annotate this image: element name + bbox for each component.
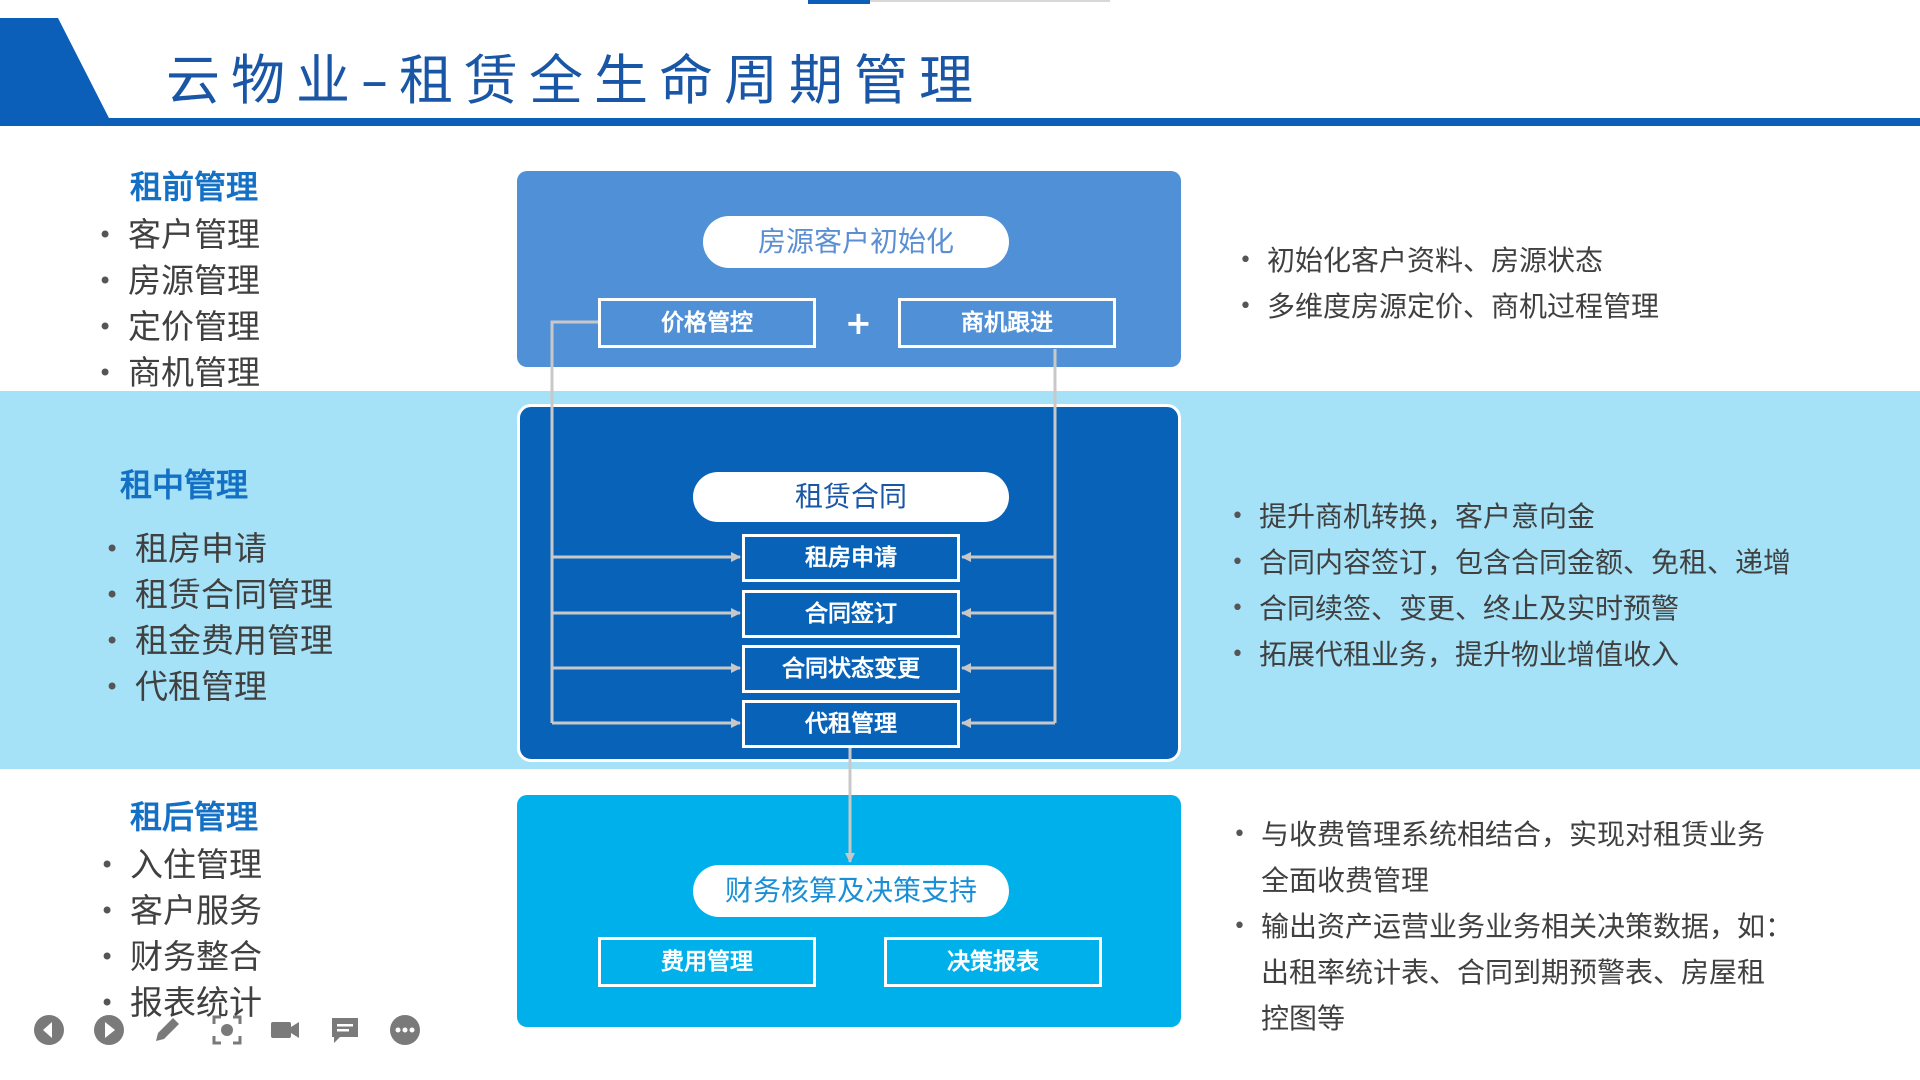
- box-decision-report: 决策报表: [884, 937, 1102, 987]
- list-item: 客户管理: [98, 212, 260, 258]
- list-item: 客户服务: [100, 888, 262, 934]
- plus-sign: +: [845, 304, 872, 342]
- box-price-control: 价格管控: [598, 298, 816, 348]
- post-items-list: 入住管理 客户服务 财务整合 报表统计: [100, 842, 262, 1026]
- left-connector-line: [550, 320, 598, 723]
- play-icon[interactable]: [92, 1013, 126, 1047]
- list-item: 房源管理: [98, 258, 260, 304]
- mid-section-title: 租中管理: [120, 466, 249, 504]
- note-item: 拓展代租业务，提升物业增值收入: [1231, 632, 1791, 678]
- header-top-line: [870, 0, 1110, 2]
- mid-notes: 提升商机转换，客户意向金 合同内容签订，包含合同金额、免租、递增 合同续签、变更…: [1231, 494, 1791, 678]
- note-item: 合同续签、变更、终止及实时预警: [1231, 586, 1791, 632]
- list-item: 商机管理: [98, 350, 260, 396]
- box-opportunity-followup: 商机跟进: [898, 298, 1116, 348]
- note-item: 多维度房源定价、商机过程管理: [1239, 284, 1659, 330]
- box-rental-apply: 租房申请: [742, 534, 960, 582]
- page-title: 云物业–租赁全生命周期管理: [166, 49, 984, 112]
- pill-lease-contract: 租赁合同: [693, 472, 1009, 522]
- header-decoration: [0, 0, 1920, 126]
- note-continuation: 全面收费管理: [1261, 864, 1430, 897]
- pre-section-title: 租前管理: [130, 168, 259, 206]
- note-item: 输出资产运营业务业务相关决策数据，如：: [1233, 904, 1793, 950]
- mid-items-list: 租房申请 租赁合同管理 租金费用管理 代租管理: [105, 526, 333, 710]
- more-icon[interactable]: [388, 1013, 422, 1047]
- list-item: 租房申请: [105, 526, 333, 572]
- pre-items-list: 客户管理 房源管理 定价管理 商机管理: [98, 212, 260, 396]
- post-notes: 与收费管理系统相结合，实现对租赁业务 全面收费管理 输出资产运营业务业务相关决策…: [1233, 812, 1793, 1042]
- header-underline: [0, 118, 1920, 126]
- list-item: 租赁合同管理: [105, 572, 333, 618]
- note-item: 合同内容签订，包含合同金额、免租、递增: [1231, 540, 1791, 586]
- note-item: 初始化客户资料、房源状态: [1239, 238, 1659, 284]
- prev-icon[interactable]: [32, 1013, 66, 1047]
- note-continuation: 控图等: [1261, 1002, 1346, 1035]
- box-contract-status-change: 合同状态变更: [742, 645, 960, 693]
- note-item: 提升商机转换，客户意向金: [1231, 494, 1791, 540]
- list-item: 财务整合: [100, 934, 262, 980]
- pen-icon[interactable]: [150, 1013, 184, 1047]
- note-item: 与收费管理系统相结合，实现对租赁业务: [1233, 812, 1793, 858]
- pre-panel: [517, 171, 1181, 367]
- camera-icon[interactable]: [268, 1013, 302, 1047]
- pill-finance-decision: 财务核算及决策支持: [693, 865, 1009, 917]
- pre-notes: 初始化客户资料、房源状态 多维度房源定价、商机过程管理: [1239, 238, 1659, 330]
- header-blue-shape: [0, 18, 112, 124]
- list-item: 定价管理: [98, 304, 260, 350]
- header-top-accent: [808, 0, 870, 4]
- list-item: 租金费用管理: [105, 618, 333, 664]
- box-fee-management: 费用管理: [598, 937, 816, 987]
- pill-init: 房源客户初始化: [703, 216, 1009, 268]
- post-section-title: 租后管理: [130, 798, 259, 836]
- list-item: 代租管理: [105, 664, 333, 710]
- box-contract-sign: 合同签订: [742, 590, 960, 638]
- box-agent-rental: 代租管理: [742, 700, 960, 748]
- list-item: 入住管理: [100, 842, 262, 888]
- focus-icon[interactable]: [210, 1013, 244, 1047]
- comment-icon[interactable]: [328, 1013, 362, 1047]
- note-continuation: 出租率统计表、合同到期预警表、房屋租: [1261, 956, 1766, 989]
